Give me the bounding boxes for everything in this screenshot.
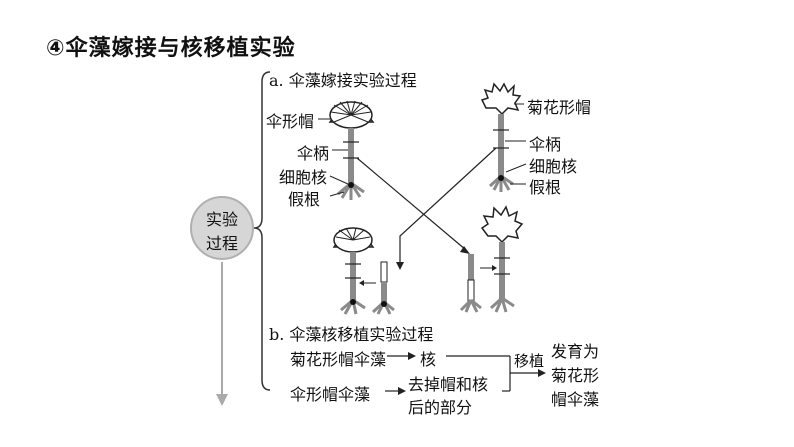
right-nucleus-label: 细胞核: [529, 157, 578, 176]
part-a-title: a. 伞藻嫁接实验过程: [269, 71, 417, 90]
row1-product: 核: [420, 350, 437, 369]
row2-product-line2: 后的部分: [408, 398, 473, 417]
timeline-arrow: [216, 262, 228, 406]
page-title: ④伞藻嫁接与核移植实验: [46, 36, 296, 61]
result-right-alga: [480, 205, 524, 313]
result-line3: 帽伞藻: [551, 390, 600, 409]
left-alga: [328, 100, 375, 200]
graft-arrows: [356, 147, 497, 270]
stage-label-line1: 实验: [205, 210, 238, 229]
right-rhizoid-label: 假根: [529, 178, 562, 197]
nuclear-transfer-arrows: [385, 352, 546, 395]
grafted-stalk-left: [359, 261, 395, 315]
stage-label-line2: 过程: [205, 234, 238, 253]
right-alga: [480, 82, 522, 192]
right-leader-lines: [505, 103, 527, 185]
result-line2: 菊花形: [551, 366, 600, 385]
left-stalk-label: 伞柄: [297, 144, 330, 163]
result-left-alga: [332, 227, 375, 315]
left-nucleus-label: 细胞核: [279, 168, 328, 187]
curly-brace: [253, 71, 271, 391]
part-b-title: b. 伞藻核移植实验过程: [269, 325, 434, 344]
right-cap-label: 菊花形帽: [527, 98, 592, 117]
row1-source: 菊花形帽伞藻: [290, 350, 387, 369]
stage-circle: 实验 过程: [190, 196, 254, 260]
grafted-stalk-right: [459, 254, 497, 313]
left-leader-lines: [318, 118, 349, 197]
transfer-label: 移植: [514, 352, 545, 370]
row2-product-line1: 去掉帽和核: [408, 375, 489, 394]
left-cap-label: 伞形帽: [266, 112, 315, 131]
result-line1: 发育为: [551, 342, 600, 361]
right-stalk-label: 伞柄: [529, 135, 562, 154]
row2-source: 伞形帽伞藻: [290, 385, 371, 404]
left-rhizoid-label: 假根: [288, 190, 321, 209]
